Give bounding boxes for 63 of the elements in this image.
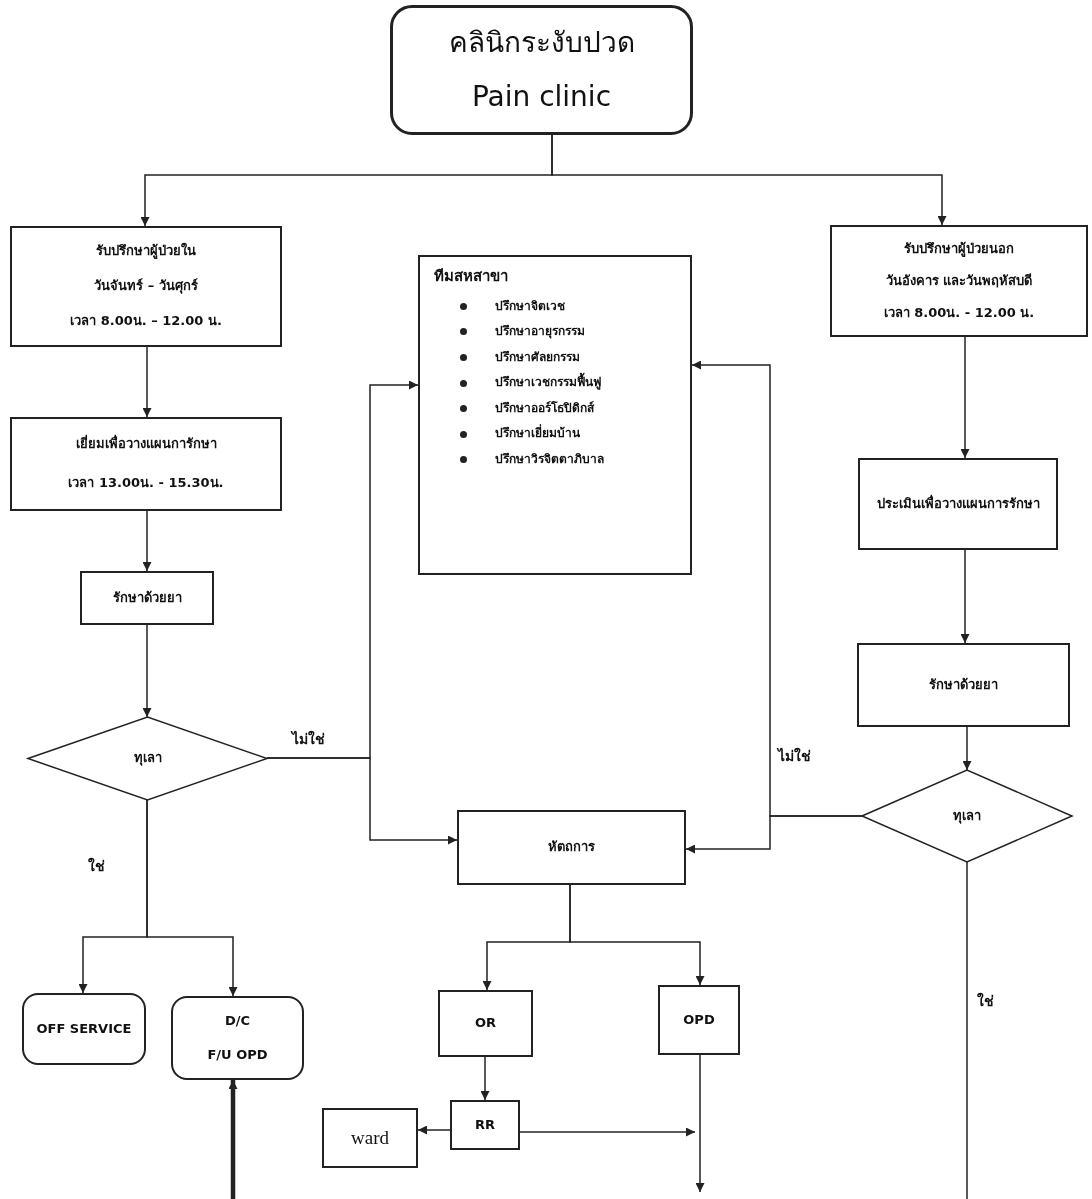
- node-text: รักษาด้วยยา: [929, 676, 998, 694]
- arrow: [960, 336, 970, 459]
- arrow: [685, 815, 863, 854]
- process-box: [830, 225, 1088, 337]
- title-text: Pain clinic: [471, 78, 612, 115]
- process-box: [438, 990, 533, 1057]
- node-text: ประเมินเพื่อวางแผนการรักษา: [876, 495, 1040, 513]
- decision-diamond: [862, 770, 1072, 862]
- node-text: ทุเลา: [133, 750, 162, 767]
- node-text: วันจันทร์ – วันศุกร์: [94, 278, 198, 295]
- process-box: [858, 458, 1058, 550]
- node-text: รับปรึกษาผู้ป่วยนอก: [904, 240, 1014, 258]
- process-box: [10, 417, 282, 511]
- arrow: [266, 757, 458, 845]
- node-text: รับปรึกษาผู้ป่วยใน: [96, 243, 196, 260]
- list-item: ปรึกษาอายุรกรรม: [495, 324, 585, 340]
- terminal-box: [22, 993, 146, 1065]
- process-box: [658, 985, 740, 1055]
- node-text: เวลา 8.00น. - 12.00 น.: [883, 304, 1035, 322]
- arrow: [480, 1056, 490, 1101]
- team-box: [418, 255, 692, 575]
- terminal-box: [171, 996, 304, 1080]
- list-item: ปรึกษาเยี่ยมบ้าน: [495, 426, 580, 443]
- process-box: [450, 1100, 520, 1150]
- arrow: [695, 1054, 705, 1193]
- node-text: F/U OPD: [207, 1046, 268, 1064]
- process-box: [457, 810, 686, 885]
- arrow: [960, 549, 970, 644]
- list-item: ปรึกษาออร์โธปิดิกส์: [495, 400, 594, 417]
- node-text: ward: [351, 1125, 389, 1150]
- arrow: [519, 1127, 696, 1137]
- node-text: ทุเลา: [953, 807, 981, 825]
- list-item: ปรึกษาจิตเวช: [495, 298, 565, 315]
- list-item: ปรึกษาศัลยกรรม: [495, 349, 580, 366]
- title-box: [390, 5, 693, 135]
- list-item: ปรึกษาวิรจิตตาภิบาล: [495, 452, 604, 468]
- arrow: [142, 510, 152, 572]
- node-text: OFF SERVICE: [36, 1020, 132, 1038]
- arrow: [962, 726, 972, 771]
- arrow: [569, 884, 705, 986]
- arrow: [417, 1125, 451, 1135]
- node-text: RR: [475, 1116, 495, 1134]
- node-text: OPD: [683, 1011, 715, 1029]
- arrow: [551, 134, 947, 226]
- node-text: รักษาด้วยยา: [112, 589, 182, 607]
- arrow: [142, 624, 152, 718]
- process-box: [322, 1108, 418, 1168]
- process-box: [10, 226, 282, 347]
- arrow: [228, 1080, 238, 1199]
- process-box: [857, 643, 1070, 727]
- node-text: เวลา 13.00น. - 15.30น.: [68, 475, 224, 492]
- process-box: [80, 571, 214, 625]
- node-text: เยี่ยมเพื่อวางแผนการักษา: [75, 436, 217, 453]
- team-heading: ทีมสหสาขา: [434, 267, 508, 287]
- node-text: เวลา 8.00น. – 12.00 น.: [70, 313, 222, 330]
- decision-diamond: [28, 717, 267, 800]
- node-text: D/C: [224, 1012, 251, 1030]
- node-text: หัตถการ: [548, 839, 595, 856]
- arrow: [142, 346, 152, 418]
- title-text: คลินิกระงับปวด: [448, 24, 635, 61]
- arrow: [146, 799, 238, 997]
- node-text: OR: [474, 1015, 497, 1032]
- node-text: วันอังคาร และวันพฤหัสบดี: [885, 272, 1033, 290]
